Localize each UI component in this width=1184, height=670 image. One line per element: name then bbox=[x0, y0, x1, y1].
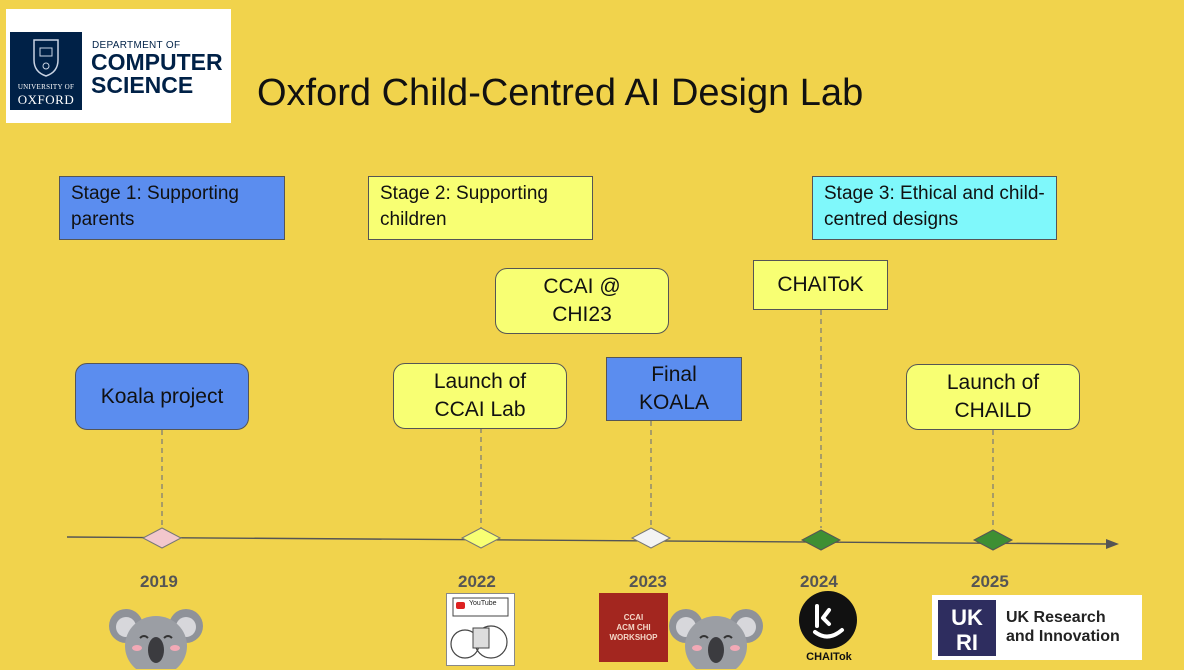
university-line: UNIVERSITY OF bbox=[17, 83, 75, 91]
year-label-2024: 2024 bbox=[800, 572, 838, 591]
year-label-2025: 2025 bbox=[971, 572, 1009, 591]
chaitok-logo-icon bbox=[799, 591, 857, 649]
ukri-name-line1: UK Research bbox=[1006, 609, 1106, 626]
svg-text:RI: RI bbox=[956, 630, 978, 655]
year-label-2023: 2023 bbox=[629, 572, 667, 591]
koala-icon bbox=[109, 609, 203, 669]
child-tablet-sketch-icon bbox=[450, 597, 509, 659]
stage-1-box: Stage 1: Supporting parents bbox=[59, 176, 285, 240]
page-title: Oxford Child-Centred AI Design Lab bbox=[257, 72, 864, 114]
milestone-2023 bbox=[630, 527, 672, 549]
shield-icon bbox=[33, 39, 59, 77]
koala-icon bbox=[669, 609, 763, 669]
milestone-2019 bbox=[141, 527, 183, 549]
youtube-sketch-image: YouTube bbox=[446, 593, 515, 666]
milestone-2022 bbox=[460, 527, 502, 549]
ukri-name-line2: and Innovation bbox=[1006, 628, 1120, 645]
timeline-arrowhead bbox=[1106, 539, 1119, 549]
milestone-2024 bbox=[800, 529, 842, 551]
dept-line-3: SCIENCE bbox=[91, 72, 194, 98]
ccai-workshop-card: CCAI ACM CHI WORKSHOP bbox=[599, 593, 668, 662]
event-chaitok: CHAIToK bbox=[753, 260, 888, 310]
connector-lines bbox=[161, 310, 994, 528]
event-ccai-chi23: CCAI @ CHI23 bbox=[495, 268, 669, 334]
event-final-koala: Final KOALA bbox=[606, 357, 742, 421]
event-koala-project: Koala project bbox=[75, 363, 249, 430]
year-label-2022: 2022 bbox=[458, 572, 496, 591]
stage-2-box: Stage 2: Supporting children bbox=[368, 176, 593, 240]
dept-line-2: COMPUTER bbox=[91, 49, 223, 75]
ukri-logo-icon: UK RI bbox=[938, 600, 996, 656]
svg-text:UK: UK bbox=[951, 605, 983, 630]
youtube-label: YouTube bbox=[469, 600, 497, 607]
stage-3-box: Stage 3: Ethical and child-centred desig… bbox=[812, 176, 1057, 240]
event-launch-chaild: Launch of CHAILD bbox=[906, 364, 1080, 430]
university-name: OXFORD bbox=[17, 92, 75, 107]
event-launch-ccai-lab: Launch of CCAI Lab bbox=[393, 363, 567, 429]
oxford-crest: UNIVERSITY OF OXFORD bbox=[10, 32, 82, 110]
chaitok-caption: CHAITok bbox=[806, 651, 852, 663]
dept-line-1: DEPARTMENT OF bbox=[92, 40, 181, 51]
year-label-2019: 2019 bbox=[140, 572, 178, 591]
milestone-2025 bbox=[972, 529, 1014, 551]
timeline-axis bbox=[66, 536, 1109, 545]
